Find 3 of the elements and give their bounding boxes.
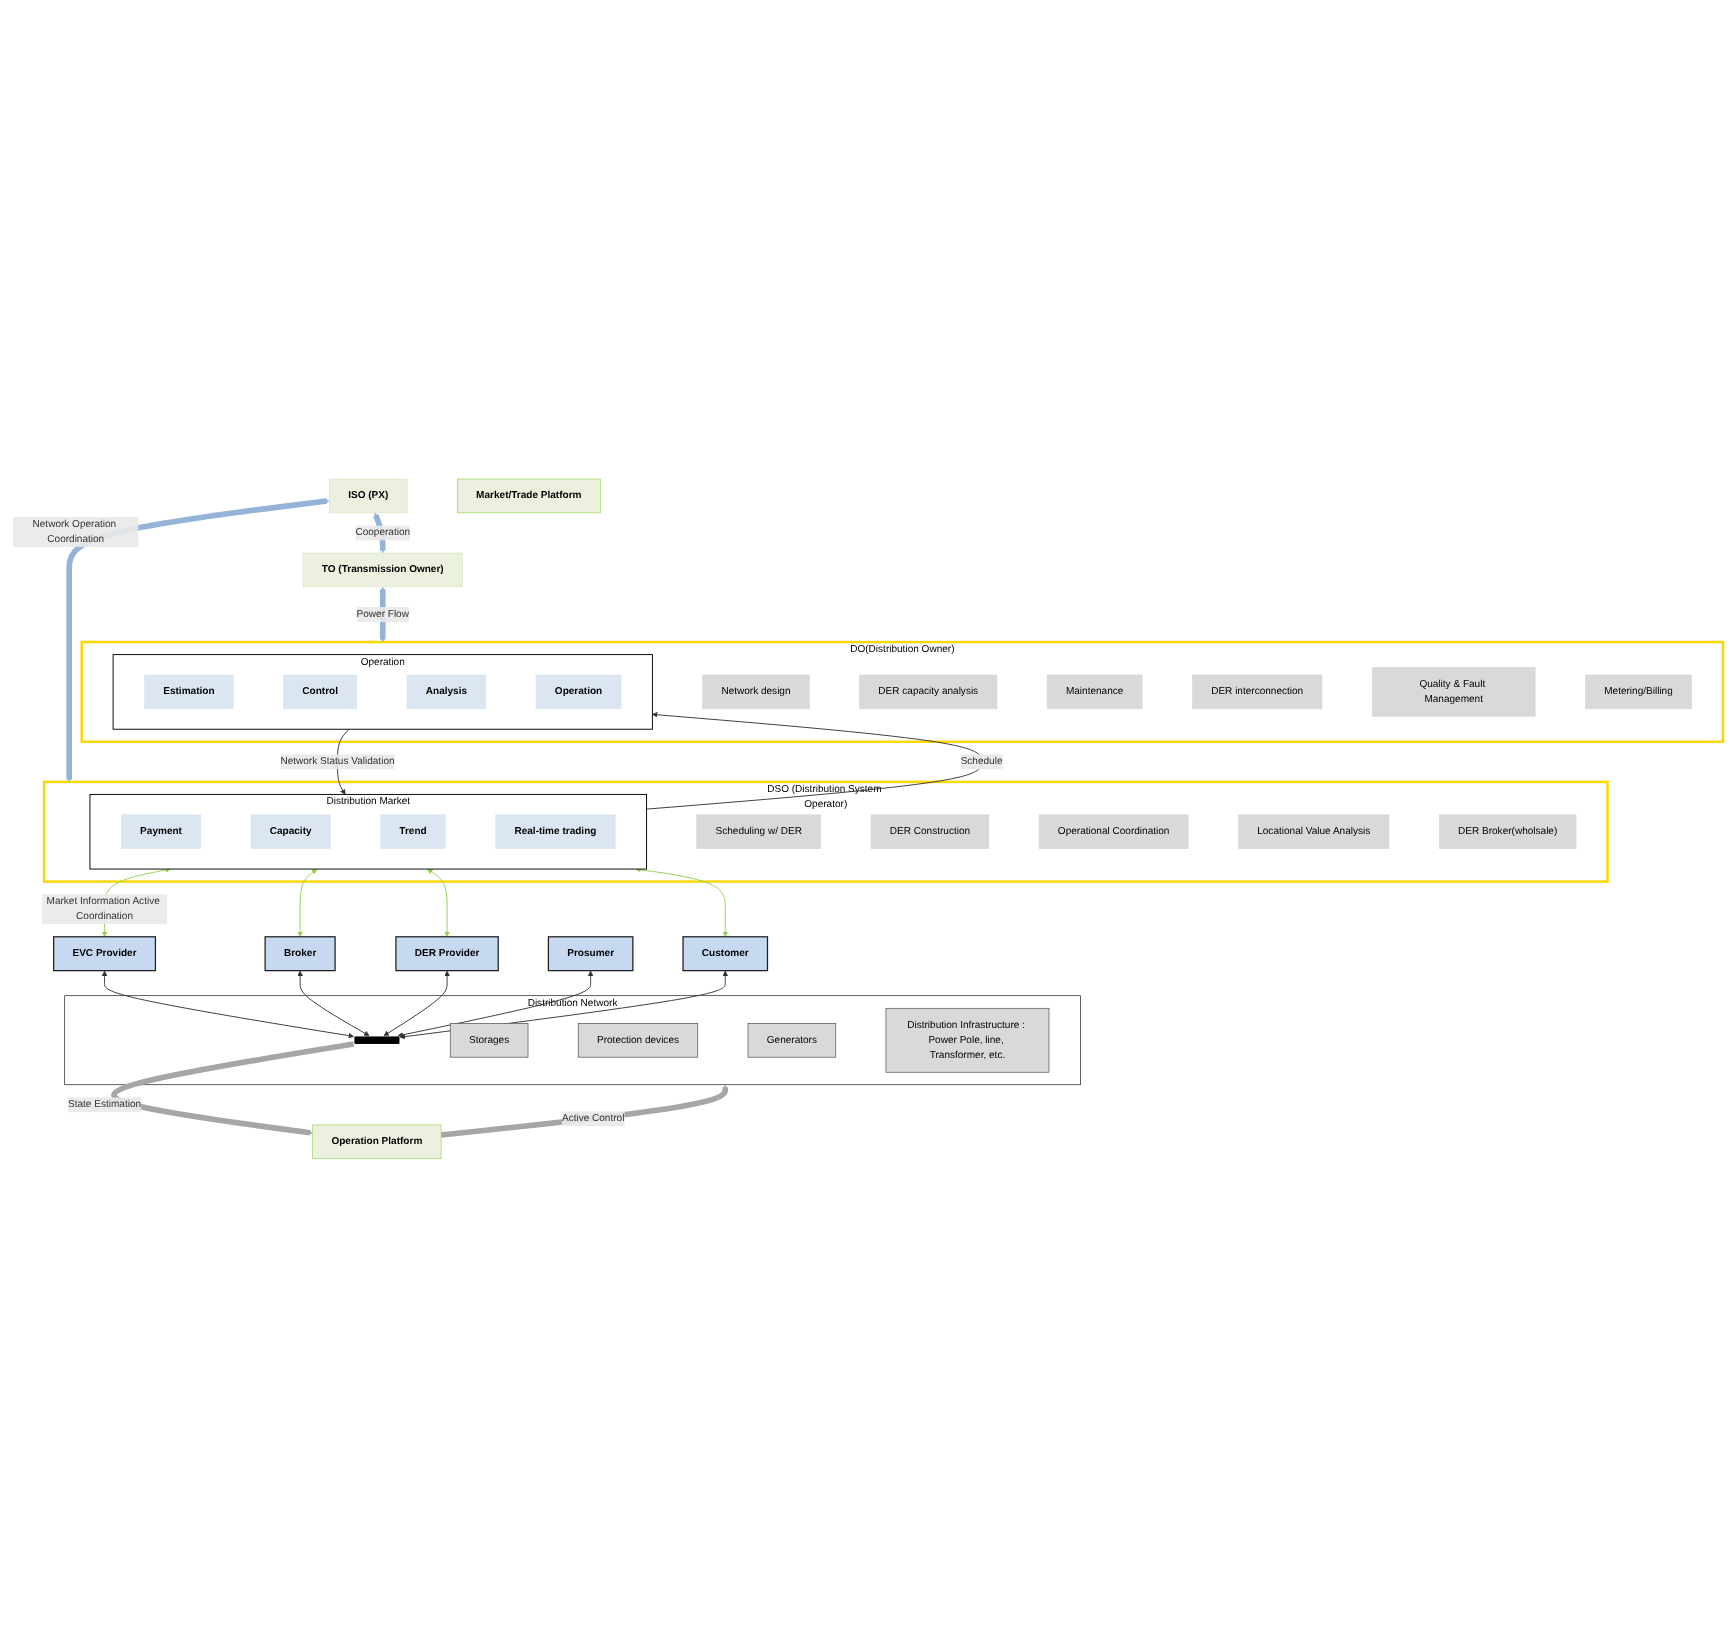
arrow: [111, 1041, 355, 1136]
arrow: [66, 498, 330, 783]
arrow: [440, 1084, 729, 1138]
